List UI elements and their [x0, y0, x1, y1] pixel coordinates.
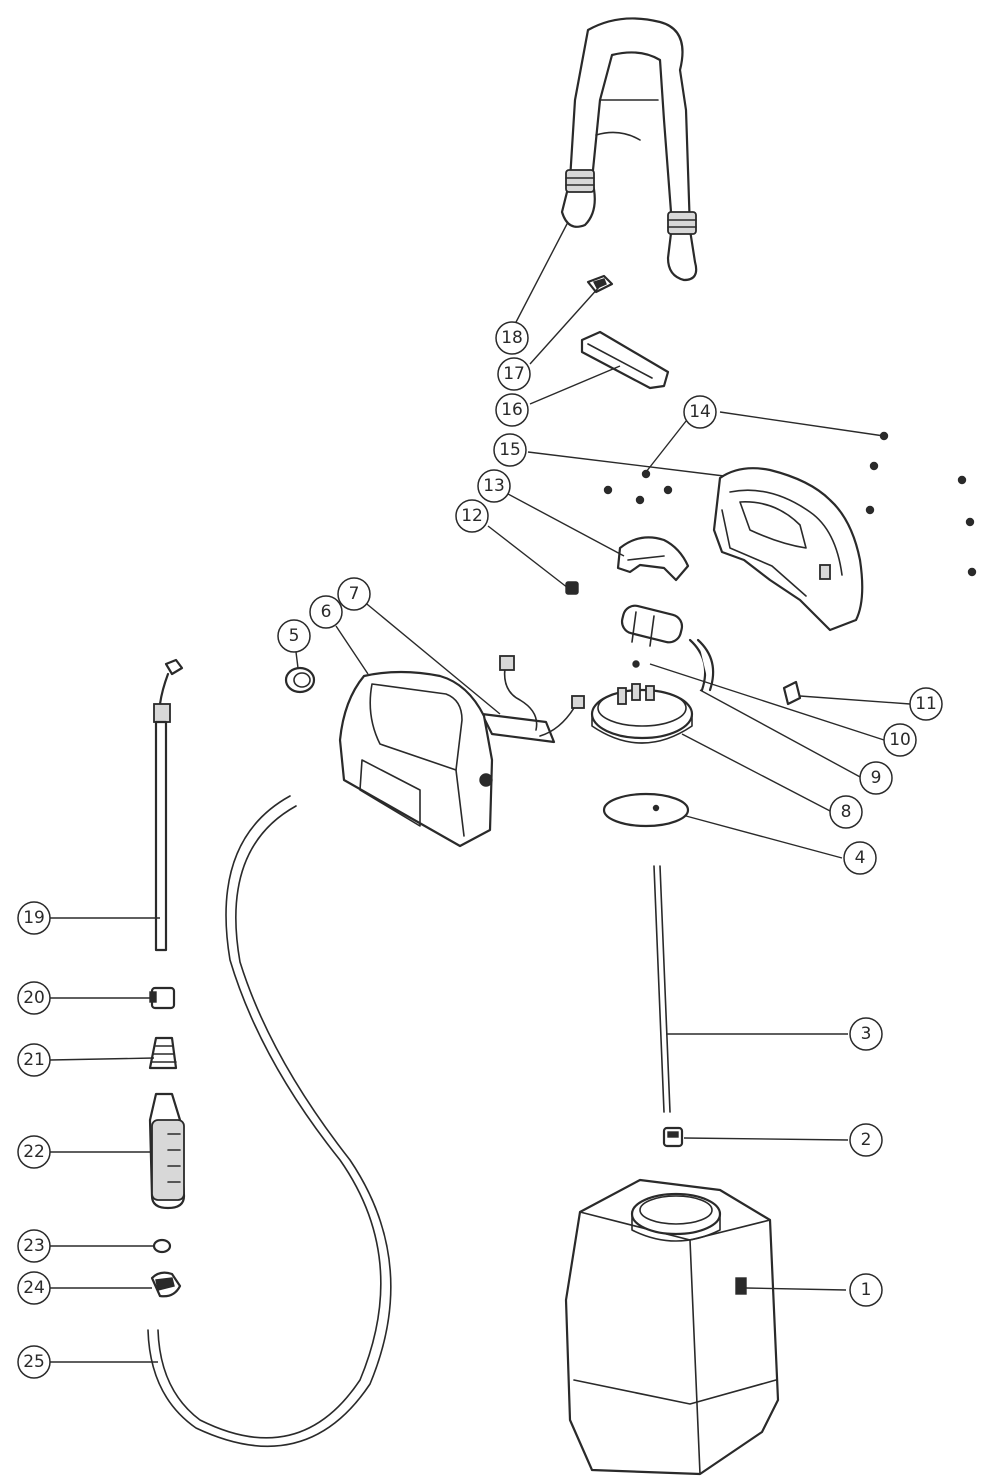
callout-label-22: 22 — [23, 1142, 45, 1162]
callout-label-16: 16 — [501, 400, 523, 420]
handle-grip — [148, 1092, 186, 1210]
callout-16: 16 — [495, 393, 529, 427]
small-nut — [565, 581, 579, 595]
leader-lines — [49, 221, 911, 1363]
callout-label-13: 13 — [483, 476, 505, 496]
wiring-harness — [480, 655, 585, 744]
callout-14: 14 — [683, 395, 717, 429]
cover-bracket — [616, 536, 690, 582]
callout-15: 15 — [493, 433, 527, 467]
callout-18: 18 — [495, 321, 529, 355]
strap-pad — [580, 330, 670, 390]
rear-housing — [712, 467, 864, 632]
callout-4: 4 — [843, 841, 877, 875]
callout-label-7: 7 — [349, 584, 360, 604]
callout-label-5: 5 — [289, 626, 300, 646]
callout-6: 6 — [309, 595, 343, 629]
callout-5: 5 — [277, 619, 311, 653]
callout-label-8: 8 — [841, 802, 852, 822]
pump-motor — [620, 604, 715, 692]
intake-tube — [653, 865, 671, 1113]
callout-label-2: 2 — [861, 1130, 872, 1150]
tank-lid — [590, 683, 694, 744]
callout-11: 11 — [909, 687, 943, 721]
front-housing — [338, 670, 494, 848]
screws — [603, 431, 977, 577]
callout-17: 17 — [497, 357, 531, 391]
callout-21: 21 — [17, 1043, 51, 1077]
callout-20: 20 — [17, 981, 51, 1015]
nozzle-cap — [284, 666, 316, 694]
washer — [152, 1238, 172, 1254]
callout-label-25: 25 — [23, 1352, 45, 1372]
callout-10: 10 — [883, 723, 917, 757]
callout-7: 7 — [337, 577, 371, 611]
side-clip — [782, 680, 802, 706]
callout-label-12: 12 — [461, 506, 483, 526]
callout-label-17: 17 — [503, 364, 525, 384]
callout-1: 1 — [849, 1273, 883, 1307]
callout-24: 24 — [17, 1271, 51, 1305]
callout-9: 9 — [859, 761, 893, 795]
callout-label-19: 19 — [23, 908, 45, 928]
callout-label-24: 24 — [23, 1278, 45, 1298]
callout-8: 8 — [829, 795, 863, 829]
callout-label-11: 11 — [915, 694, 937, 714]
callout-19: 19 — [17, 901, 51, 935]
callout-label-21: 21 — [23, 1050, 45, 1070]
wand-connector — [149, 986, 176, 1010]
callout-22: 22 — [17, 1135, 51, 1169]
callout-label-3: 3 — [861, 1024, 872, 1044]
callout-3: 3 — [849, 1017, 883, 1051]
hose-nut — [150, 1271, 182, 1298]
strap-clip — [586, 274, 614, 294]
long-hose — [147, 795, 392, 1448]
tank — [564, 1178, 780, 1476]
callout-12: 12 — [455, 499, 489, 533]
callout-label-20: 20 — [23, 988, 45, 1008]
tube-fitting — [662, 1126, 684, 1148]
spray-wand — [153, 658, 184, 952]
callout-label-18: 18 — [501, 328, 523, 348]
callout-label-15: 15 — [499, 440, 521, 460]
callout-label-14: 14 — [689, 402, 711, 422]
callout-23: 23 — [17, 1229, 51, 1263]
spray-nozzle — [148, 1036, 178, 1070]
callout-label-23: 23 — [23, 1236, 45, 1256]
callout-label-4: 4 — [855, 848, 866, 868]
callout-label-10: 10 — [889, 730, 911, 750]
callout-label-1: 1 — [861, 1280, 872, 1300]
callout-label-9: 9 — [871, 768, 882, 788]
callout-label-6: 6 — [321, 602, 332, 622]
shoulder-strap — [560, 17, 698, 282]
filter-disc — [602, 792, 690, 828]
callout-25: 25 — [17, 1345, 51, 1379]
callout-13: 13 — [477, 469, 511, 503]
callout-2: 2 — [849, 1123, 883, 1157]
